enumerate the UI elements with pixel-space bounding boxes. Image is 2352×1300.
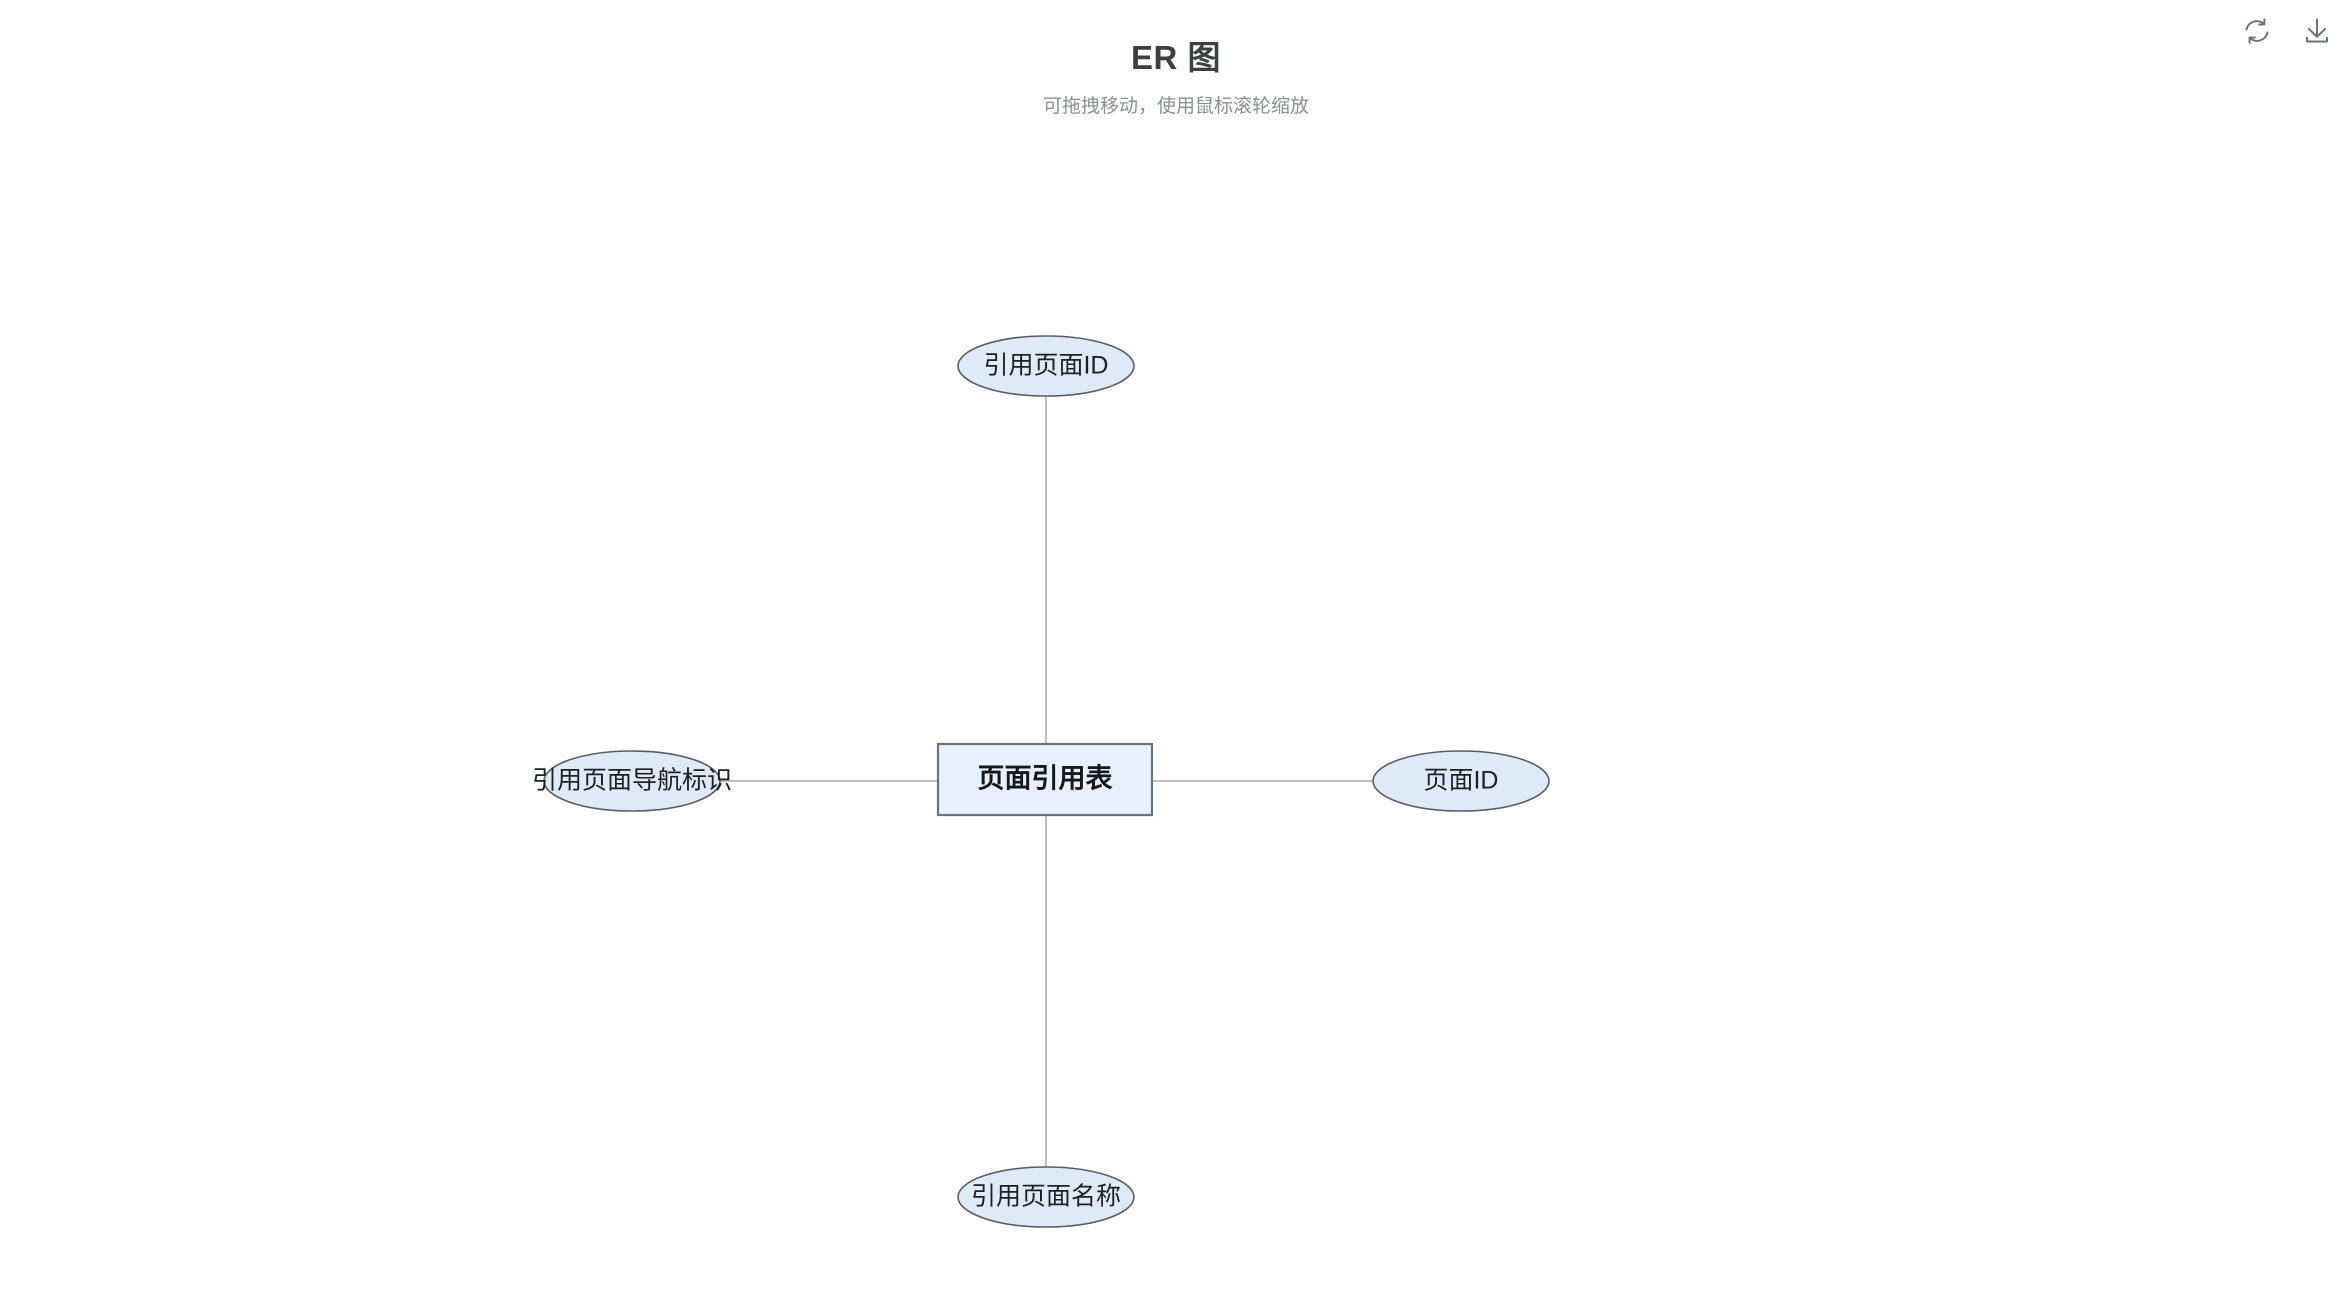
node-layer: 页面引用表 引用页面ID 引用页面导航标识 页面ID 引用页面名称 — [532, 335, 1550, 1228]
er-entity-rect[interactable] — [936, 742, 1154, 817]
reset-view-button[interactable] — [2238, 12, 2276, 50]
er-entity-label: 页面引用表 — [978, 764, 1113, 794]
er-attribute-ellipse[interactable] — [1372, 750, 1550, 812]
er-attribute-ellipse[interactable] — [957, 1166, 1135, 1228]
refresh-icon — [2242, 16, 2272, 46]
er-attribute-ellipse[interactable] — [957, 335, 1135, 397]
er-attribute-label: 引用页面名称 — [971, 1183, 1121, 1211]
er-attribute-node-top[interactable]: 引用页面ID — [957, 335, 1135, 397]
diagram-toolbar — [2238, 12, 2336, 50]
er-attribute-label: 页面ID — [1423, 767, 1498, 795]
er-entity-node[interactable]: 页面引用表 — [936, 742, 1154, 817]
er-attribute-node-left[interactable]: 引用页面导航标识 — [532, 750, 732, 812]
download-button[interactable] — [2298, 12, 2336, 50]
er-attribute-node-right[interactable]: 页面ID — [1372, 750, 1550, 812]
edge-layer — [720, 396, 1373, 1167]
er-attribute-node-bottom[interactable]: 引用页面名称 — [957, 1166, 1135, 1228]
er-attribute-label: 引用页面导航标识 — [532, 767, 732, 795]
er-attribute-ellipse[interactable] — [543, 750, 721, 812]
download-icon — [2302, 16, 2332, 46]
er-attribute-label: 引用页面ID — [983, 352, 1108, 380]
